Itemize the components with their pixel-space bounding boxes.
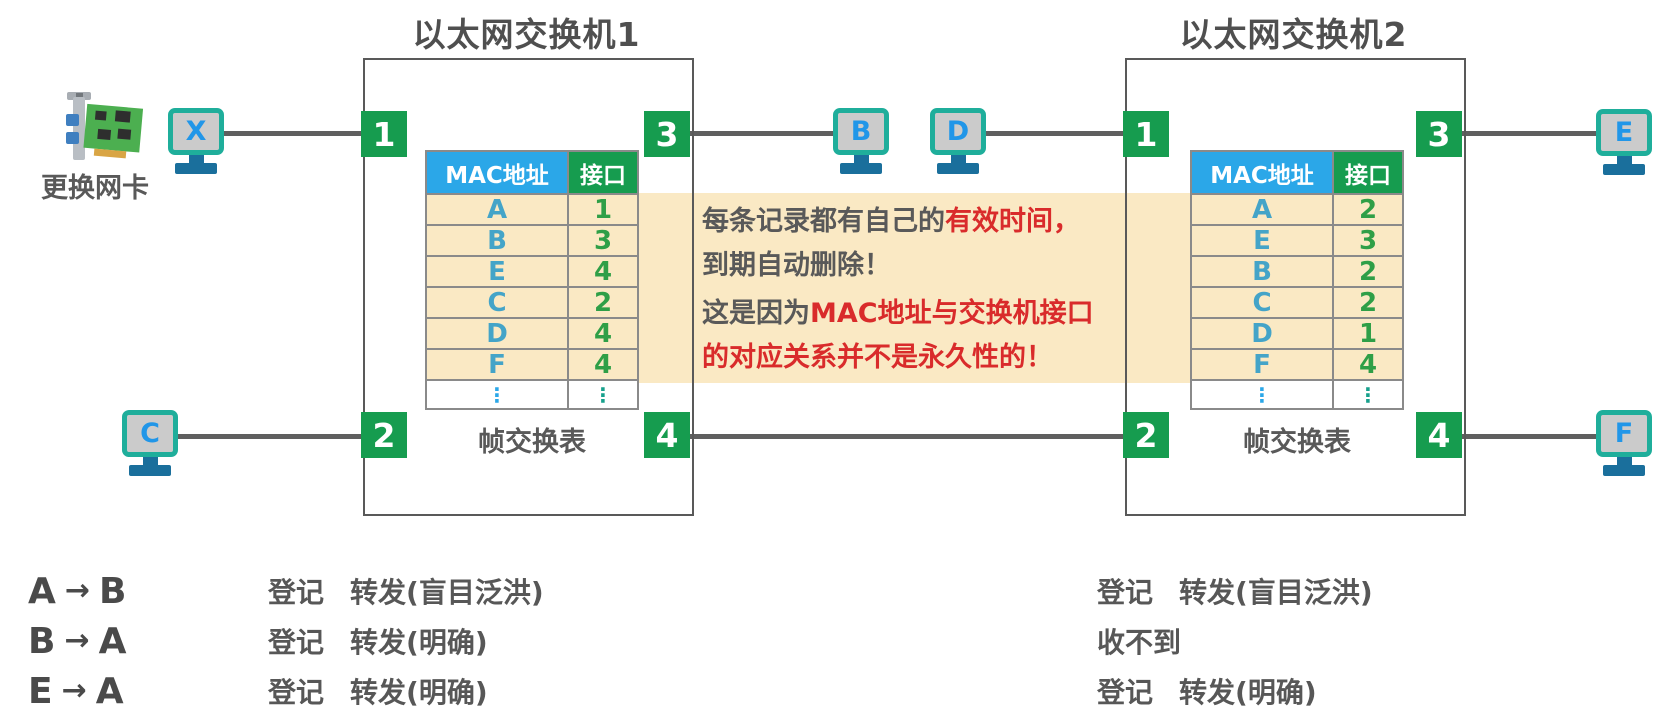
switch2-port-4: 4	[1416, 412, 1462, 458]
monitor-icon: F	[1596, 410, 1652, 457]
flow-item: A→B	[28, 566, 126, 616]
monitor-stand-base	[129, 465, 171, 476]
switch2-title: 以太网交换机2	[1179, 15, 1408, 54]
host-label: B	[850, 116, 872, 147]
result-row: 登记转发(明确)	[268, 626, 488, 659]
flow-src: E	[28, 670, 53, 712]
network-card-icon	[66, 92, 144, 160]
switch1-port-4: 4	[644, 412, 690, 458]
monitor-icon: X	[168, 108, 224, 155]
switch1-table-caption: 帧交换表	[478, 427, 586, 458]
host-label: C	[140, 418, 160, 449]
link-sw2port3-hoste	[1462, 131, 1596, 136]
results-switch2: 登记转发(盲目泛洪) 收不到 登记转发(明确)	[1097, 566, 1373, 716]
result-row: 登记转发(明确)	[1097, 676, 1317, 709]
note-paragraph-1: 每条记录都有自己的有效时间， 到期自动删除！	[702, 206, 1080, 281]
host-c: C	[122, 410, 178, 476]
monitor-stand-base	[175, 163, 217, 174]
flow-dst: A	[98, 620, 127, 662]
monitor-stand-base	[937, 163, 979, 174]
link-hostx-sw1port1	[224, 131, 362, 136]
host-label: E	[1614, 117, 1634, 148]
switch1-title: 以太网交换机1	[412, 15, 641, 54]
switch1-port-3: 3	[644, 111, 690, 157]
host-b: B	[833, 108, 889, 174]
link-sw1port3-hostb	[690, 131, 833, 136]
results-switch1: 登记转发(盲目泛洪) 登记转发(明确) 登记转发(明确)	[268, 566, 544, 716]
switch1-box	[363, 58, 694, 516]
table-ellipsis-row: ⋮⋮	[425, 379, 639, 410]
host-e: E	[1596, 109, 1652, 175]
monitor-stand	[950, 155, 966, 163]
monitor-stand-base	[840, 163, 882, 174]
link-hostc-sw1port2	[178, 434, 362, 439]
flow-src: B	[28, 620, 56, 662]
flow-dst: B	[99, 570, 127, 612]
monitor-stand-base	[1603, 465, 1645, 476]
switch2-box	[1125, 58, 1466, 516]
flow-list: A→B B→A E→A	[28, 566, 126, 716]
link-hostd-sw2port1	[986, 131, 1123, 136]
monitor-stand	[188, 155, 204, 163]
note-text: 每条记录都有自己的有效时间， 到期自动删除！ 这是因为MAC地址与交换机接口 的…	[702, 200, 1132, 380]
monitor-icon: C	[122, 410, 178, 457]
table-header-row: MAC地址 接口	[425, 150, 639, 195]
monitor-icon: B	[833, 108, 889, 155]
host-x: X	[168, 108, 224, 174]
monitor-stand	[1616, 156, 1632, 164]
result-row: 登记转发(盲目泛洪)	[1097, 576, 1373, 609]
link-sw1port4-sw2port2	[690, 434, 1123, 439]
switch2-port-1: 1	[1123, 111, 1169, 157]
monitor-icon: E	[1596, 109, 1652, 156]
monitor-stand	[1616, 457, 1632, 465]
note-paragraph-2: 这是因为MAC地址与交换机接口 的对应关系并不是永久性的！	[702, 298, 1094, 373]
host-label: D	[946, 116, 970, 147]
result-row: 收不到	[1097, 626, 1182, 659]
switch1-port-1: 1	[361, 111, 407, 157]
flow-item: E→A	[28, 666, 126, 716]
switch2-table-caption: 帧交换表	[1243, 427, 1351, 458]
result-row: 登记转发(盲目泛洪)	[268, 576, 544, 609]
table-header-row: MAC地址 接口	[1190, 150, 1404, 195]
monitor-stand-base	[1603, 164, 1645, 175]
host-f: F	[1596, 410, 1652, 476]
host-label: X	[185, 116, 207, 147]
interface-header: 接口	[567, 150, 639, 195]
arrow-icon: →	[61, 672, 87, 708]
table-ellipsis-row: ⋮⋮	[1190, 379, 1404, 410]
switch1-port-2: 2	[361, 412, 407, 458]
nic-label: 更换网卡	[41, 173, 149, 204]
flow-dst: A	[95, 670, 124, 712]
result-row: 登记转发(明确)	[268, 676, 488, 709]
host-d: D	[930, 108, 986, 174]
host-label: F	[1614, 418, 1634, 449]
switch2-port-2: 2	[1123, 412, 1169, 458]
monitor-stand	[142, 457, 158, 465]
switch2-port-3: 3	[1416, 111, 1462, 157]
monitor-stand	[853, 155, 869, 163]
interface-header: 接口	[1332, 150, 1404, 195]
arrow-icon: →	[64, 572, 91, 608]
mac-address-header: MAC地址	[425, 150, 569, 195]
flow-src: A	[28, 570, 56, 612]
monitor-icon: D	[930, 108, 986, 155]
link-sw2port4-hostf	[1462, 434, 1596, 439]
mac-address-header: MAC地址	[1190, 150, 1334, 195]
flow-item: B→A	[28, 616, 126, 666]
arrow-icon: →	[64, 622, 90, 658]
